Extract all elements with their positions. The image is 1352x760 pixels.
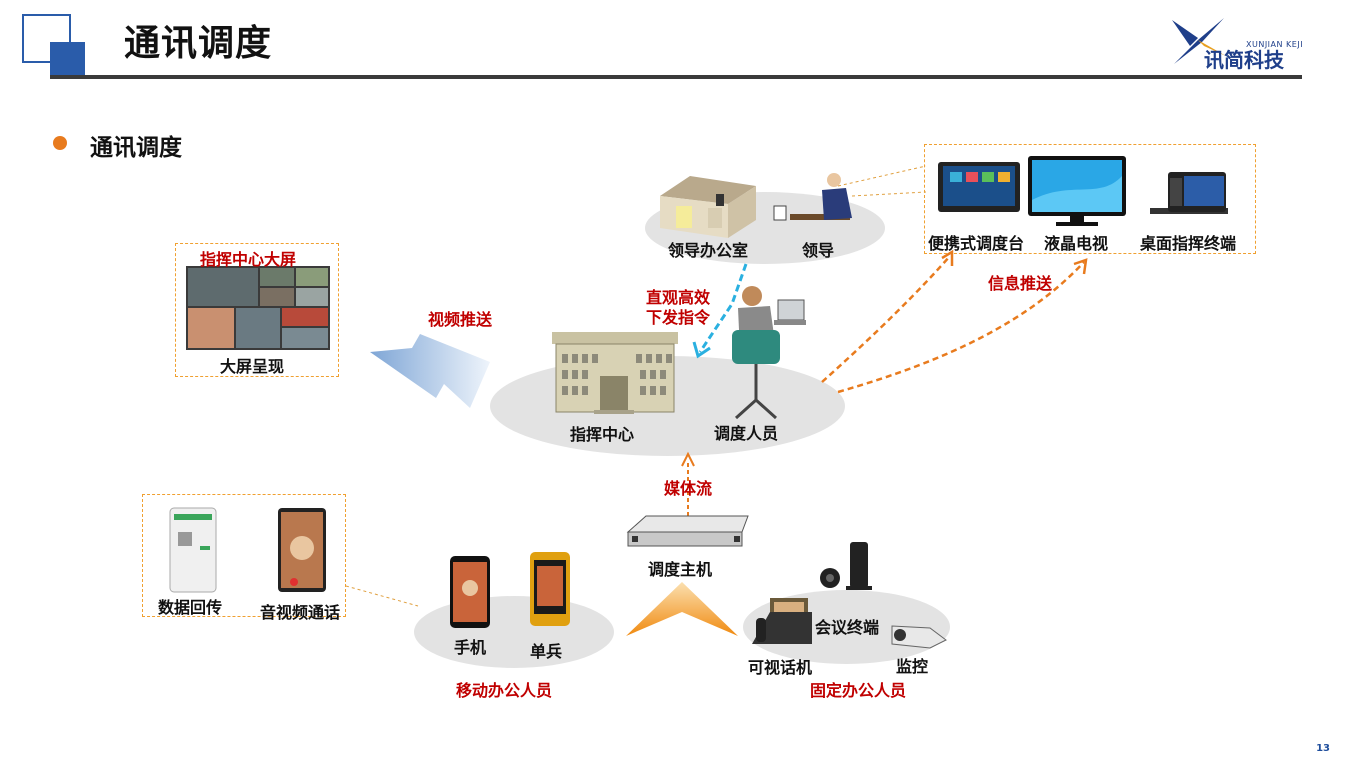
logo-name: 讯简科技: [1204, 48, 1284, 72]
label-dispatch-host: 调度主机: [648, 560, 713, 579]
label-av-call: 音视频通话: [260, 603, 341, 622]
terminals-box: [924, 144, 1256, 254]
logo-pinyin: XUNJIAN KEJI: [1246, 40, 1304, 49]
label-lcd-tv: 液晶电视: [1044, 234, 1109, 253]
portable-console-icon: [938, 162, 1020, 212]
dispatch-host-icon: [626, 515, 749, 547]
single-soldier-device-icon: [530, 552, 570, 626]
mobile-phone-icon: [450, 556, 490, 628]
bullet-dot: [53, 136, 67, 150]
desktop-terminal-icon: [1150, 172, 1228, 214]
data-return-phone-icon: [169, 507, 217, 593]
label-command-center-screen: 指挥中心大屏: [200, 250, 297, 269]
video-push-arrow: [370, 334, 490, 408]
logo-x-icon: [1172, 18, 1226, 64]
page-title: 通讯调度: [124, 23, 273, 64]
conference-terminal-icon: [820, 542, 872, 590]
media-uplink-arrow: [626, 582, 738, 636]
leader-person-icon: [773, 173, 852, 221]
label-direct-command-2: 下发指令: [646, 308, 711, 327]
office-house-icon: [660, 176, 756, 238]
label-single-soldier: 单兵: [530, 642, 563, 661]
lcd-tv-icon: [1028, 156, 1126, 226]
monitoring-camera-icon: [891, 625, 947, 649]
command-arrow: [698, 263, 748, 353]
label-mobile-phone: 手机: [454, 638, 487, 657]
header-rule: [50, 75, 1302, 79]
label-dispatcher: 调度人员: [714, 424, 779, 443]
label-direct-command-1: 直观高效: [646, 288, 711, 307]
mobile-platform: [414, 596, 614, 668]
command-screen-thumbnail: [186, 266, 330, 350]
label-big-screen-display: 大屏呈现: [220, 357, 285, 376]
info-push-arrow-1: [821, 255, 951, 383]
label-leader: 领导: [802, 241, 835, 260]
label-monitoring: 监控: [896, 657, 929, 676]
label-video-phone: 可视话机: [748, 658, 813, 677]
company-logo: XUNJIAN KEJI 讯简科技: [1168, 16, 1308, 72]
label-media-stream: 媒体流: [664, 479, 713, 498]
label-video-push: 视频推送: [428, 310, 493, 329]
label-conference-terminal: 会议终端: [815, 618, 880, 637]
command-building-icon: [552, 332, 678, 414]
bullet-text: 通讯调度: [90, 135, 182, 161]
screen-box: [175, 243, 339, 377]
label-desktop-terminal: 桌面指挥终端: [1140, 234, 1237, 253]
info-push-arrow-2: [837, 261, 1085, 394]
label-leader-office: 领导办公室: [668, 241, 749, 260]
header-square-filled: [50, 42, 85, 77]
label-command-center: 指挥中心: [570, 425, 635, 444]
av-call-phone-icon: [278, 508, 326, 592]
dispatcher-person-icon: [732, 286, 806, 420]
page-number: 13: [1316, 743, 1330, 754]
label-fixed-staff: 固定办公人员: [810, 681, 907, 700]
mobile-data-box: [142, 494, 346, 617]
label-mobile-staff: 移动办公人员: [456, 681, 553, 700]
label-portable-console: 便携式调度台: [928, 234, 1025, 253]
label-info-push: 信息推送: [988, 274, 1053, 293]
video-phone-icon: [752, 598, 812, 644]
label-data-return: 数据回传: [158, 598, 223, 617]
header-square-outline: [22, 14, 71, 63]
